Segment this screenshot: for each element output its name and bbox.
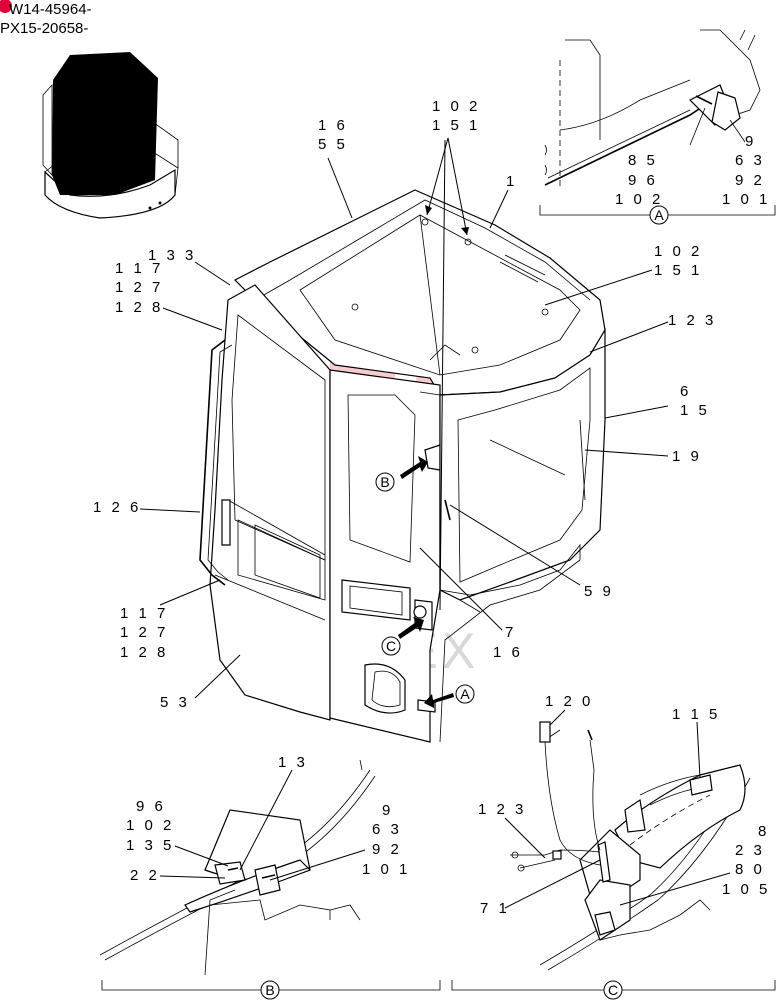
svg-text:9 6: 9 6 [628, 172, 658, 189]
status-badge [0, 0, 12, 13]
callout-123: 1 2 3 [589, 312, 716, 353]
svg-text:8 5: 8 5 [628, 152, 658, 169]
svg-text:2 2: 2 2 [130, 867, 160, 884]
arrow-c [398, 617, 424, 639]
svg-text:1 3: 1 3 [278, 754, 308, 771]
callout-b-13: 1 3 [239, 754, 308, 871]
view-marker-b: B [260, 980, 280, 1000]
callout-102-151-top: 1 0 2 1 5 1 [425, 98, 480, 611]
svg-text:1 0 2: 1 0 2 [126, 817, 174, 834]
svg-text:1 3 3: 1 3 3 [148, 247, 196, 264]
svg-text:7 1: 7 1 [480, 900, 510, 917]
svg-text:1 2 8: 1 2 8 [115, 299, 163, 316]
detail-a-view [539, 29, 776, 216]
svg-text:1 6: 1 6 [318, 117, 348, 134]
svg-text:1 2 3: 1 2 3 [478, 801, 526, 818]
svg-text:1: 1 [506, 173, 517, 190]
svg-text:7: 7 [505, 624, 516, 641]
svg-text:1 2 7: 1 2 7 [115, 279, 163, 296]
callout-117-left: 1 1 7 1 2 7 1 2 8 [120, 579, 221, 661]
callout-c-115: 1 1 5 [672, 706, 720, 779]
svg-text:6 3: 6 3 [735, 152, 765, 169]
callout-102-151-right: 1 0 2 1 5 1 [544, 243, 702, 306]
svg-text:1 0 1: 1 0 1 [362, 861, 410, 878]
svg-text:9: 9 [745, 133, 756, 150]
svg-text:5 9: 5 9 [584, 583, 614, 600]
svg-text:1 2 7: 1 2 7 [120, 624, 168, 641]
svg-text:5 5: 5 5 [318, 136, 348, 153]
svg-text:1 0 2: 1 0 2 [654, 243, 702, 260]
svg-text:1 0 2: 1 0 2 [615, 191, 663, 208]
callout-7-16: 7 1 6 [419, 547, 523, 661]
callout-1: 1 [489, 173, 517, 229]
callout-b-9: 9 6 3 9 2 1 0 1 [269, 802, 410, 881]
cab-thumbnail [42, 52, 179, 219]
view-marker-c: C [603, 980, 623, 1000]
svg-text:6 3: 6 3 [372, 821, 402, 838]
callout-16-55: 1 6 5 5 [318, 117, 353, 219]
callout-b-22: 2 2 [130, 867, 226, 884]
callout-19: 1 9 [584, 448, 702, 465]
callout-a-85: 8 5 9 6 1 0 2 [615, 152, 663, 208]
svg-text:B: B [380, 474, 389, 490]
callout-59: 5 9 [449, 504, 614, 600]
svg-text:1 5 1: 1 5 1 [654, 262, 702, 279]
svg-text:1 1 7: 1 1 7 [120, 605, 168, 622]
svg-text:1 1 7: 1 1 7 [115, 260, 163, 277]
arrow-b [400, 456, 428, 479]
svg-text:A: A [654, 207, 664, 223]
callout-6-15: 6 1 5 [604, 383, 710, 419]
svg-text:8: 8 [758, 823, 769, 840]
callout-c-120: 1 2 0 [545, 693, 593, 726]
serial-number-2: PX15-20658- [0, 20, 88, 37]
view-marker-b-main: B [375, 472, 395, 492]
svg-text:5 3: 5 3 [160, 694, 190, 711]
svg-text:1 2 0: 1 2 0 [545, 693, 593, 710]
view-marker-c-main: C [381, 636, 401, 656]
svg-text:1 3 5: 1 3 5 [126, 837, 174, 854]
svg-text:A: A [460, 686, 470, 702]
svg-text:1 0 2: 1 0 2 [432, 98, 480, 115]
callout-c-8: 8 2 3 8 0 1 0 5 [619, 823, 770, 906]
svg-text:9 6: 9 6 [136, 798, 166, 815]
svg-text:C: C [386, 638, 396, 654]
svg-text:1 2 3: 1 2 3 [668, 312, 716, 329]
svg-text:1 5 1: 1 5 1 [432, 117, 480, 134]
view-marker-a: A [649, 205, 669, 225]
cab-assembly [199, 189, 606, 743]
svg-text:1 1 5: 1 1 5 [672, 706, 720, 723]
callout-c-123: 1 2 3 [478, 801, 546, 859]
serial-number-1: W14-45964- [9, 1, 92, 18]
svg-text:1 0 5: 1 0 5 [722, 881, 770, 898]
detail-b-view [99, 759, 441, 991]
svg-text:1 9: 1 9 [672, 448, 702, 465]
svg-text:B: B [265, 982, 274, 998]
svg-text:6: 6 [680, 383, 691, 400]
view-marker-a-main: A [455, 684, 475, 704]
svg-text:8 0: 8 0 [735, 861, 765, 878]
svg-text:9 2: 9 2 [372, 841, 402, 858]
callout-a-9: 9 6 3 9 2 1 0 1 [722, 133, 770, 208]
callout-53: 5 3 [160, 654, 241, 711]
callout-c-71: 7 1 [480, 859, 601, 917]
callout-133: 1 3 3 1 1 7 1 2 7 1 2 8 [115, 247, 231, 331]
svg-text:9 2: 9 2 [735, 172, 765, 189]
svg-text:1 5: 1 5 [680, 402, 710, 419]
svg-text:1 6: 1 6 [493, 644, 523, 661]
detail-c-view [451, 721, 776, 991]
svg-text:2 3: 2 3 [735, 842, 765, 859]
svg-text:1 2 6: 1 2 6 [93, 499, 141, 516]
callout-b-96: 9 6 1 0 2 1 3 5 [126, 798, 229, 867]
svg-text:1 2 8: 1 2 8 [120, 644, 168, 661]
svg-text:1 0 1: 1 0 1 [722, 191, 770, 208]
svg-text:C: C [608, 982, 618, 998]
svg-text:9: 9 [382, 802, 393, 819]
arrow-a [424, 693, 454, 708]
callout-126: 1 2 6 [93, 499, 201, 516]
